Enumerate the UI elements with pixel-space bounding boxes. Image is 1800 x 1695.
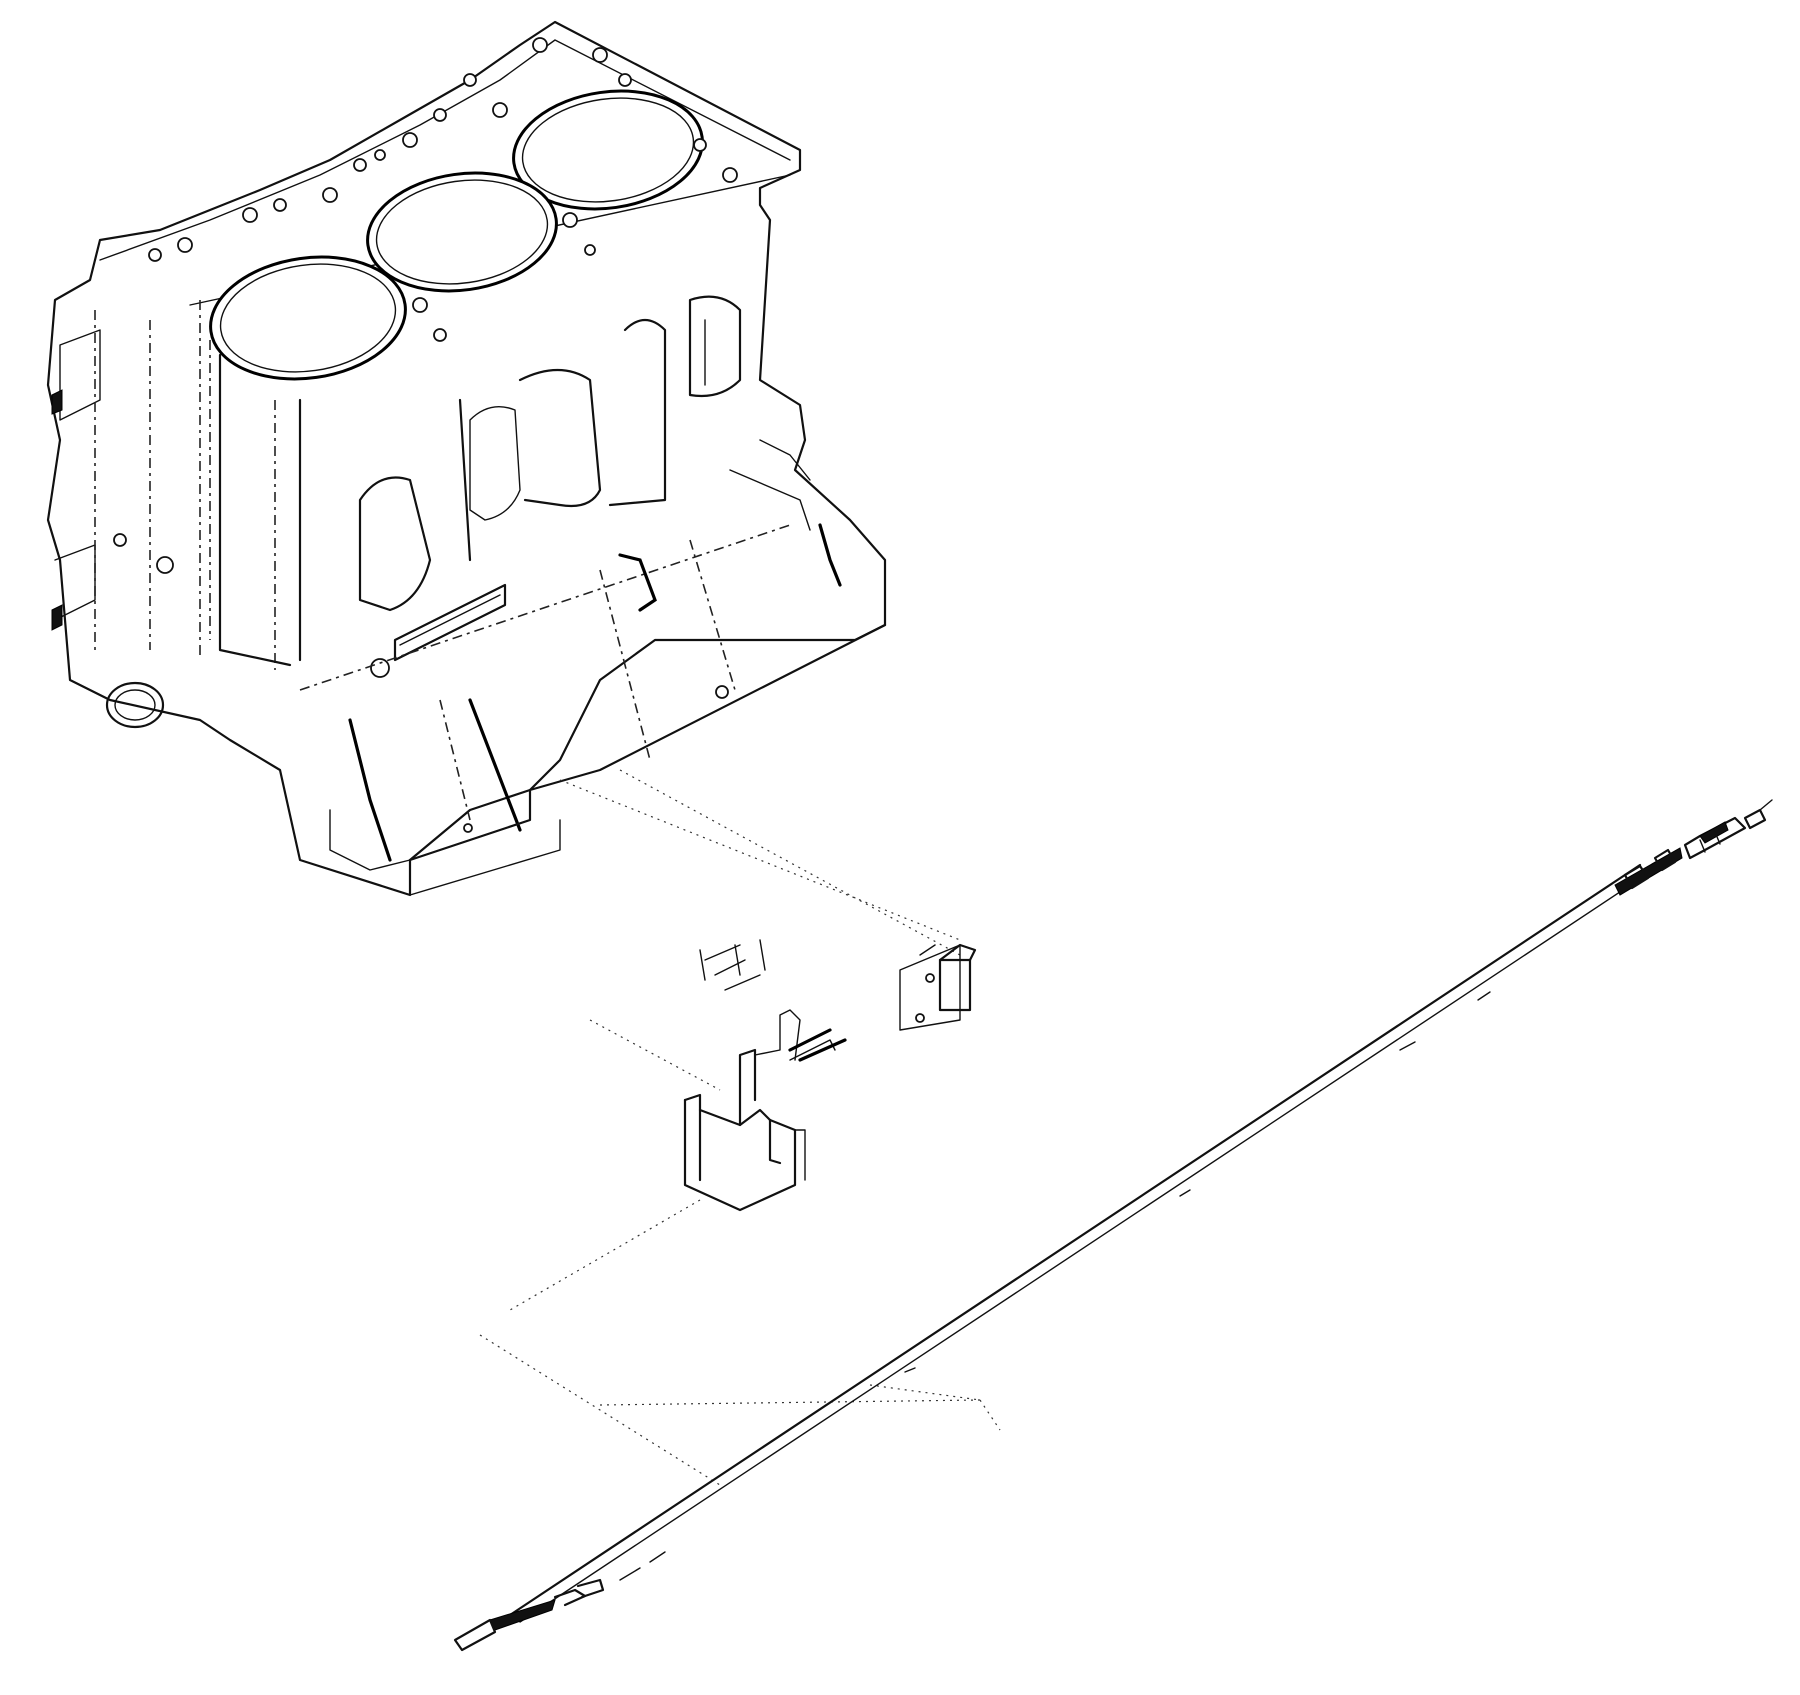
dipstick-guide-bracket [699, 939, 977, 1031]
dipstick-clip [683, 1009, 847, 1212]
deck-holes [148, 37, 738, 342]
oil-level-dipstick [453, 799, 1773, 1652]
cylinder-block [46, 20, 887, 897]
leader-lines [479, 769, 1001, 1486]
